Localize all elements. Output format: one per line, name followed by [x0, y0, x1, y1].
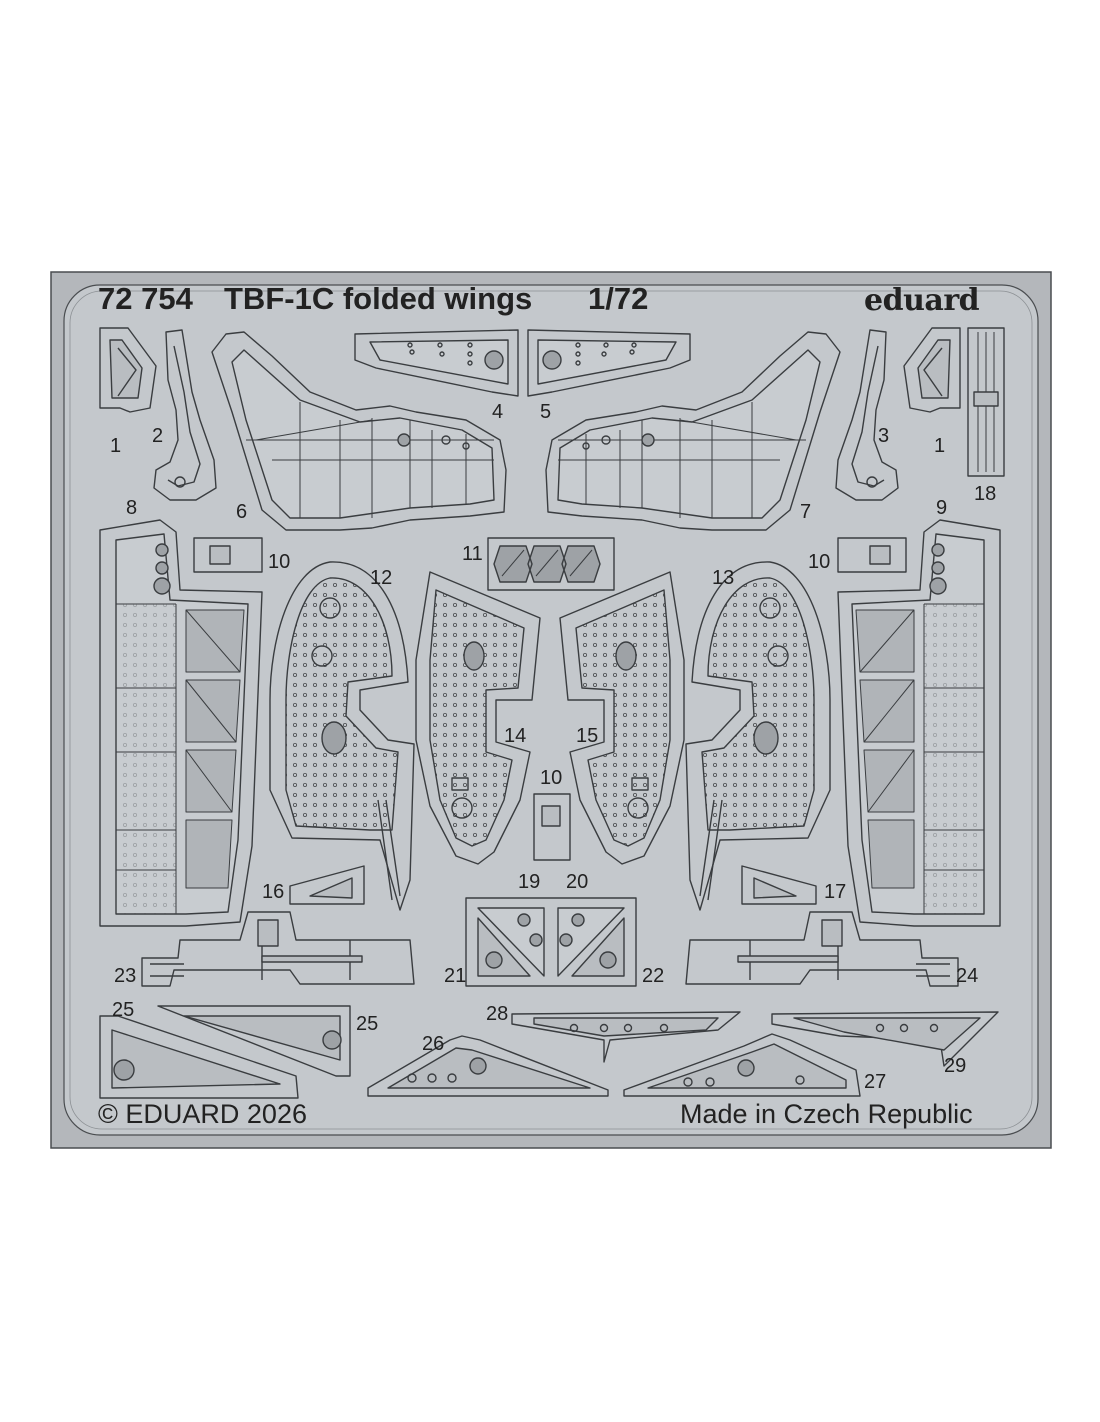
part-number-label: 1 — [934, 435, 946, 457]
part-12 — [269, 561, 415, 911]
part-number-label: 7 — [800, 501, 812, 523]
part-number-label: 22 — [642, 965, 665, 987]
brand-logo: eduard — [864, 283, 980, 318]
part-number-label: 27 — [864, 1071, 887, 1093]
part-number-label: 17 — [824, 881, 847, 903]
part-27 — [623, 1033, 861, 1097]
part-4 — [354, 329, 519, 397]
sheet-scale: 1/72 — [588, 281, 649, 316]
part-3 — [835, 329, 899, 501]
part-number-label: 5 — [540, 401, 552, 423]
part-29 — [771, 1011, 999, 1067]
part-number-label: 18 — [974, 483, 997, 505]
part-10-left — [193, 537, 263, 573]
part-11 — [487, 537, 615, 591]
part-6 — [211, 331, 507, 531]
part-9 — [837, 519, 1001, 927]
part-number-label: 21 — [444, 965, 467, 987]
part-number-label: 16 — [262, 881, 285, 903]
part-number-label: 3 — [878, 425, 890, 447]
part-number-label: 6 — [236, 501, 248, 523]
part-17 — [741, 865, 817, 905]
part-13 — [685, 561, 831, 911]
part-5 — [527, 329, 691, 397]
part-18 — [967, 327, 1005, 477]
origin-notice: Made in Czech Republic — [680, 1099, 973, 1129]
part-14 — [415, 571, 541, 865]
part-10-center — [533, 793, 571, 861]
part-number-label: 4 — [492, 401, 504, 423]
part-number-label: 14 — [504, 725, 527, 747]
part-number-label: 25 — [112, 999, 135, 1021]
part-26 — [367, 1035, 609, 1097]
part-7 — [545, 331, 841, 531]
part-number-label: 8 — [126, 497, 138, 519]
sheet-code: 72 754 — [98, 281, 193, 316]
part-2 — [153, 329, 217, 501]
part-number-label: 25 — [356, 1013, 379, 1035]
part-16 — [289, 865, 365, 905]
part-15 — [559, 571, 685, 865]
sheet-name: TBF-1C folded wings — [224, 281, 533, 316]
part-number-label: 1 — [110, 435, 122, 457]
part-28 — [511, 1011, 741, 1063]
part-10-right — [837, 537, 907, 573]
part-number-label: 10 — [268, 551, 291, 573]
part-1-right — [903, 327, 961, 413]
part-number-label: 29 — [944, 1055, 967, 1077]
part-number-label: 28 — [486, 1003, 509, 1025]
part-25-left — [99, 1015, 299, 1099]
part-24 — [685, 911, 959, 987]
part-1-left — [99, 327, 157, 413]
part-number-label: 23 — [114, 965, 137, 987]
part-number-label: 15 — [576, 725, 599, 747]
part-number-label: 12 — [370, 567, 393, 589]
part-8 — [99, 519, 263, 927]
copyright-notice: © EDUARD 2026 — [98, 1099, 307, 1129]
part-number-label: 20 — [566, 871, 589, 893]
part-number-label: 13 — [712, 567, 735, 589]
part-19-20-21-22 — [465, 897, 637, 987]
part-number-label: 10 — [808, 551, 831, 573]
part-number-label: 24 — [956, 965, 979, 987]
part-number-label: 10 — [540, 767, 563, 789]
part-23 — [141, 911, 415, 987]
part-number-label: 19 — [518, 871, 541, 893]
part-number-label: 11 — [462, 543, 483, 565]
part-25-right — [157, 1005, 351, 1077]
part-number-label: 2 — [152, 425, 164, 447]
part-number-label: 26 — [422, 1033, 445, 1055]
part-number-label: 9 — [936, 497, 948, 519]
